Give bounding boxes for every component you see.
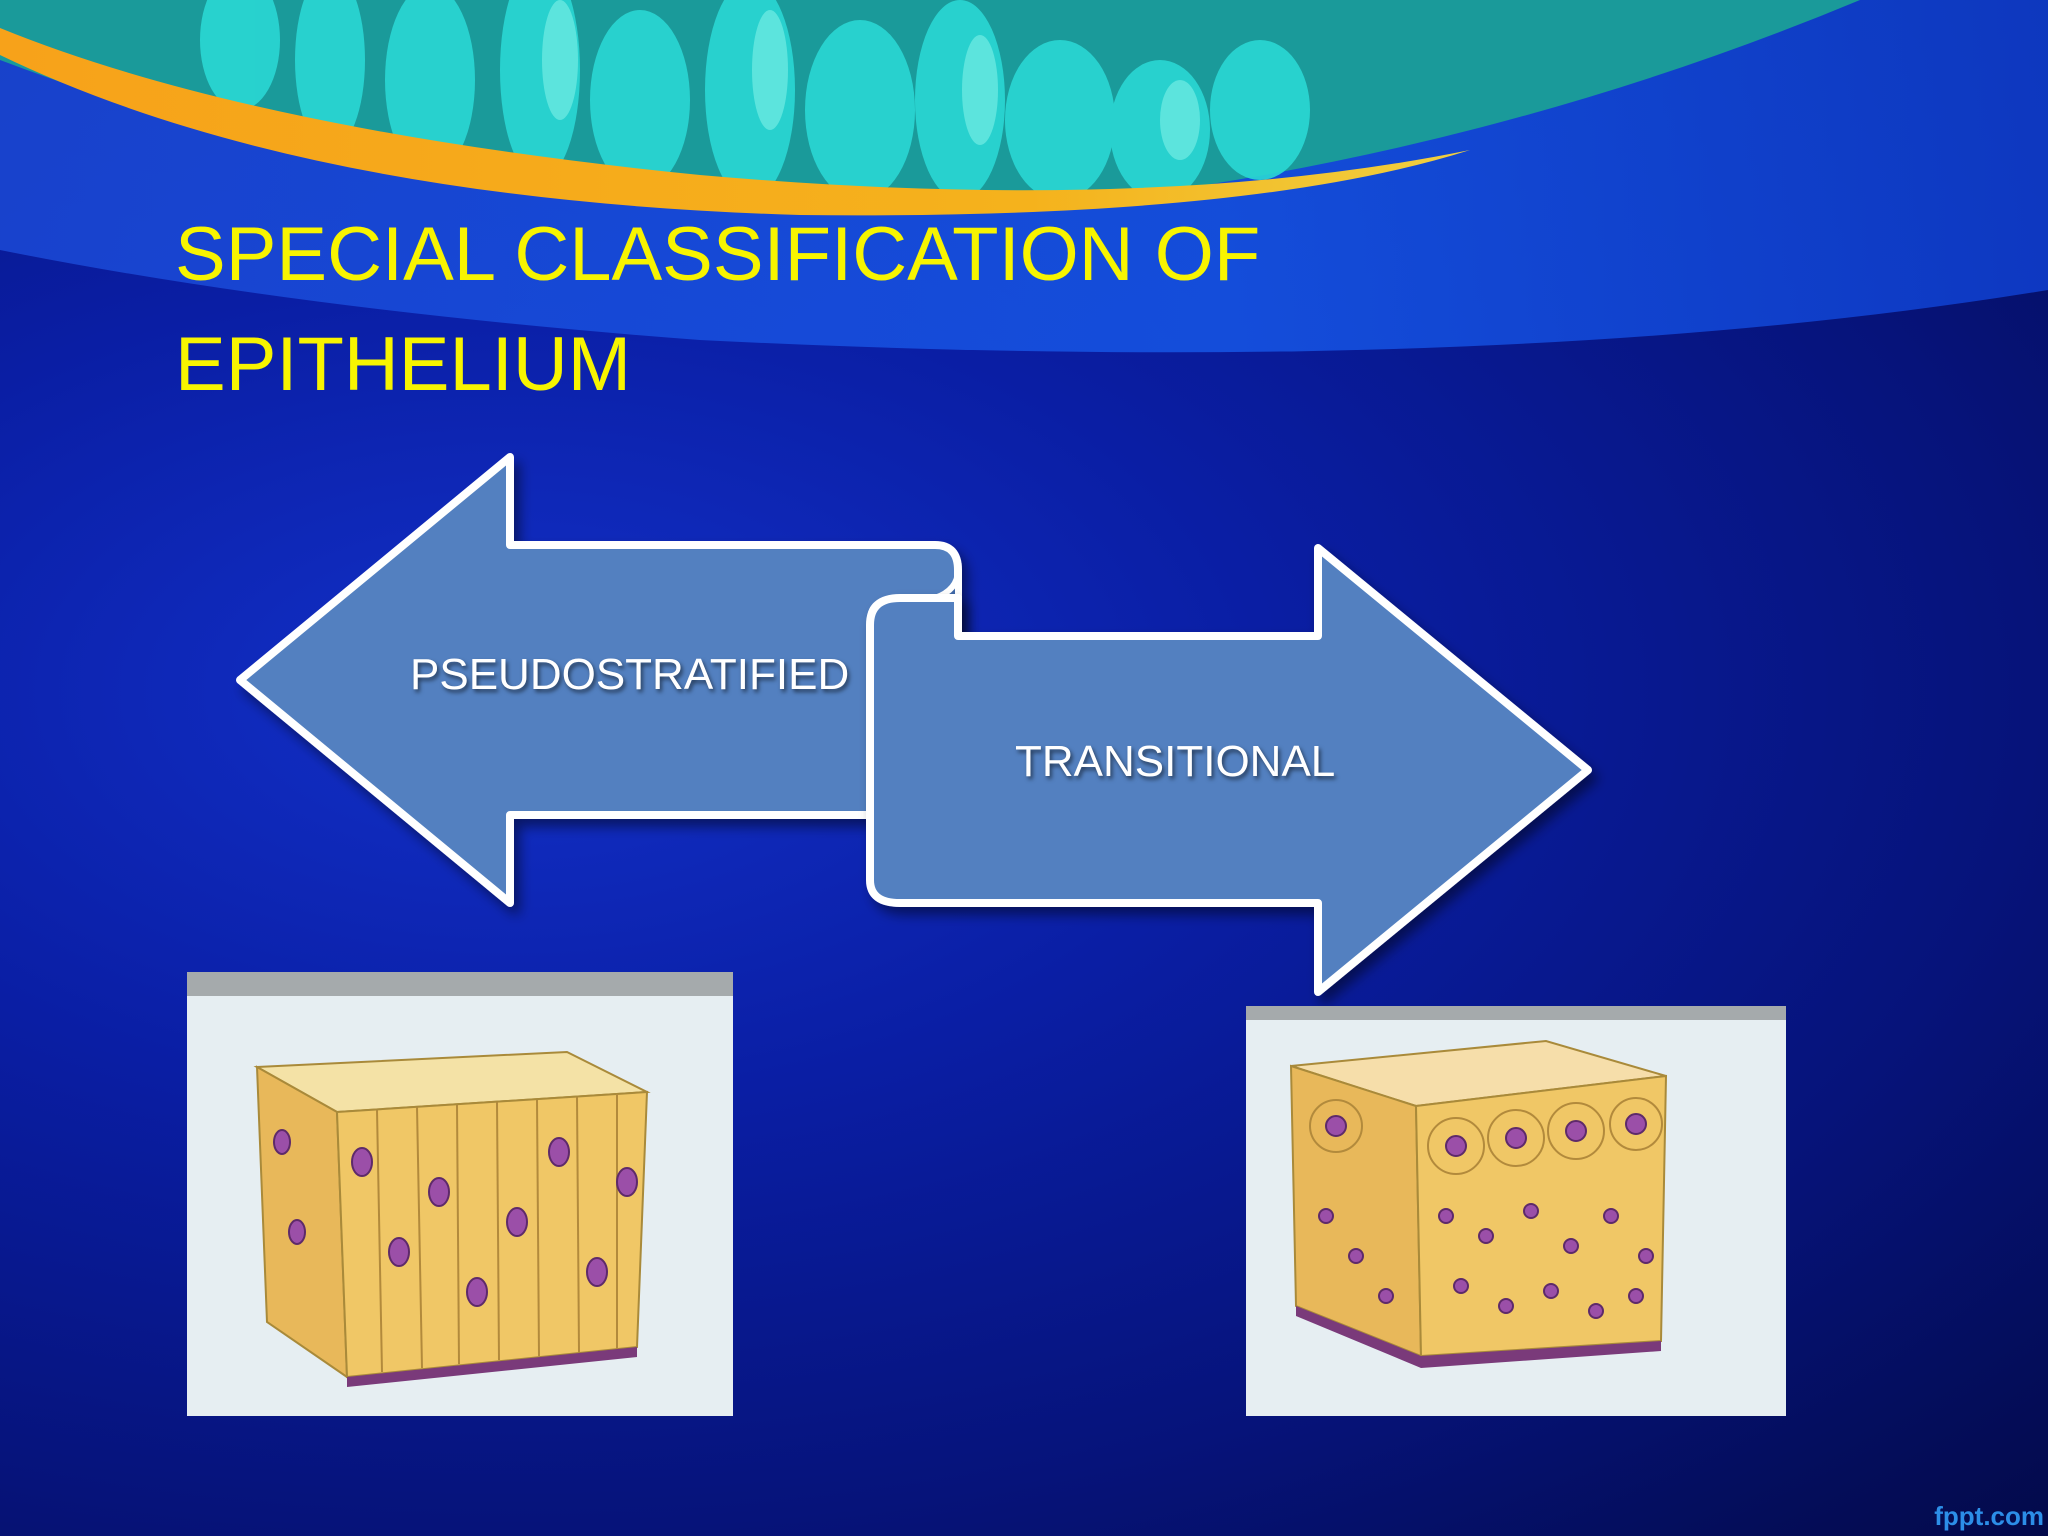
pseudostratified-label: PSEUDOSTRATIFIED: [410, 650, 850, 699]
pseudostratified-epithelium-image: [187, 972, 733, 1416]
right-arrow-shape: [866, 544, 1592, 996]
slide-title-line-2: EPITHELIUM: [175, 322, 632, 407]
transitional-epithelium-image: [1246, 1006, 1786, 1416]
slide-title: SPECIAL CLASSIFICATION OF EPITHELIUM: [175, 200, 1275, 420]
fppt-watermark: fppt.com: [1934, 1501, 2044, 1531]
transitional-epithelium-illustration-icon: [1246, 1006, 1786, 1368]
slide-title-line-1: SPECIAL CLASSIFICATION OF: [175, 212, 1261, 297]
pseudostratified-epithelium-illustration-icon: [187, 972, 733, 1387]
transitional-label: TRANSITIONAL: [1015, 737, 1336, 786]
header-banner: [0, 0, 2048, 353]
